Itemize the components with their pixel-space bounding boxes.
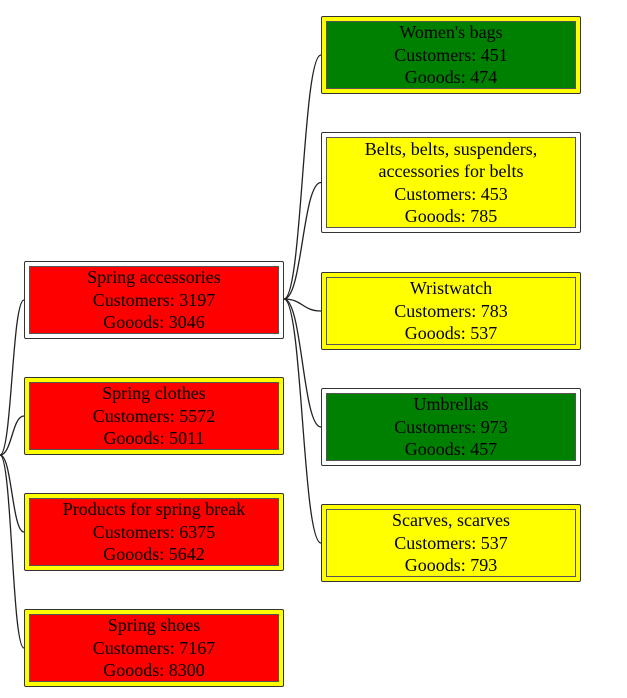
node-title: Spring accessories (87, 267, 221, 288)
goods-label: Gooods: (103, 312, 169, 333)
customers-value: 451 (480, 44, 508, 65)
node-goods: Gooods: 785 (405, 205, 498, 228)
node-goods: Gooods: 474 (405, 66, 498, 89)
node-customers: Customers: 453 (394, 183, 508, 206)
connector-child-0 (283, 54, 322, 300)
goods-label: Gooods: (404, 555, 471, 576)
connector-root-1 (0, 415, 25, 456)
node-fill: Belts, belts, suspenders, accessories fo… (326, 137, 576, 228)
node-title: Spring shoes (107, 615, 201, 636)
customers-label: Customers: (92, 637, 180, 658)
node-goods: Gooods: 3046 (103, 311, 205, 334)
connector-child-4 (283, 298, 322, 544)
customers-value: 783 (480, 300, 508, 321)
goods-value: 5642 (168, 544, 205, 565)
goods-value: 474 (470, 67, 498, 88)
goods-label: Gooods: (103, 544, 169, 565)
connector-child-1 (283, 181, 322, 300)
customers-value: 7167 (179, 637, 216, 658)
node-customers: Customers: 973 (394, 416, 508, 439)
node-customers: Customers: 3197 (93, 289, 216, 312)
connector-root-3 (0, 454, 25, 649)
node-goods: Gooods: 537 (405, 322, 498, 345)
node-goods: Gooods: 8300 (103, 659, 205, 682)
node-customers: Customers: 5572 (93, 405, 216, 428)
customers-label: Customers: (394, 300, 481, 321)
customers-value: 5572 (179, 405, 216, 426)
node-goods: Gooods: 5642 (103, 543, 205, 566)
goods-value: 457 (470, 439, 498, 460)
node-goods: Gooods: 793 (405, 554, 498, 577)
customers-value: 537 (480, 532, 508, 553)
customers-label: Customers: (394, 532, 481, 553)
node-customers: Customers: 451 (394, 44, 508, 67)
customers-value: 453 (480, 183, 508, 204)
customers-label: Customers: (394, 416, 481, 437)
node-belts-belts-suspenders-accessories-for-belts: Belts, belts, suspenders, accessories fo… (321, 132, 581, 233)
connector-root-0 (0, 299, 25, 456)
customers-label: Customers: (394, 44, 481, 65)
node-title: Umbrellas (413, 394, 489, 415)
node-customers: Customers: 783 (394, 300, 508, 323)
customers-value: 973 (480, 416, 508, 437)
customers-value: 6375 (179, 521, 216, 542)
node-customers: Customers: 6375 (93, 521, 216, 544)
connector-root-2 (0, 454, 25, 533)
customers-label: Customers: (92, 521, 180, 542)
customers-value: 3197 (179, 289, 216, 310)
goods-label: Gooods: (103, 428, 170, 449)
node-goods: Gooods: 5011 (104, 427, 205, 450)
goods-value: 3046 (168, 312, 205, 333)
goods-value: 5011 (169, 428, 205, 449)
connector-child-2 (283, 298, 322, 312)
goods-value: 537 (470, 323, 498, 344)
customers-label: Customers: (394, 183, 481, 204)
goods-label: Gooods: (103, 660, 169, 681)
node-title: Wristwatch (409, 278, 493, 299)
goods-label: Gooods: (404, 323, 471, 344)
goods-label: Gooods: (404, 439, 471, 460)
goods-label: Gooods: (404, 67, 471, 88)
node-title: Belts, belts, suspenders, accessories fo… (364, 138, 538, 182)
node-customers: Customers: 7167 (93, 637, 216, 660)
node-goods: Gooods: 457 (405, 438, 498, 461)
goods-value: 785 (470, 206, 498, 226)
customers-label: Customers: (92, 405, 180, 426)
node-title: Products for spring break (62, 499, 246, 520)
goods-label: Gooods: (404, 206, 471, 226)
goods-value: 8300 (168, 660, 205, 681)
customers-label: Customers: (92, 289, 180, 310)
node-customers: Customers: 537 (394, 532, 508, 555)
node-title: Women's bags (399, 22, 503, 43)
connector-child-3 (283, 298, 322, 428)
node-title: Scarves, scarves (392, 510, 510, 531)
goods-value: 793 (470, 555, 498, 576)
node-title: Spring clothes (102, 383, 206, 404)
